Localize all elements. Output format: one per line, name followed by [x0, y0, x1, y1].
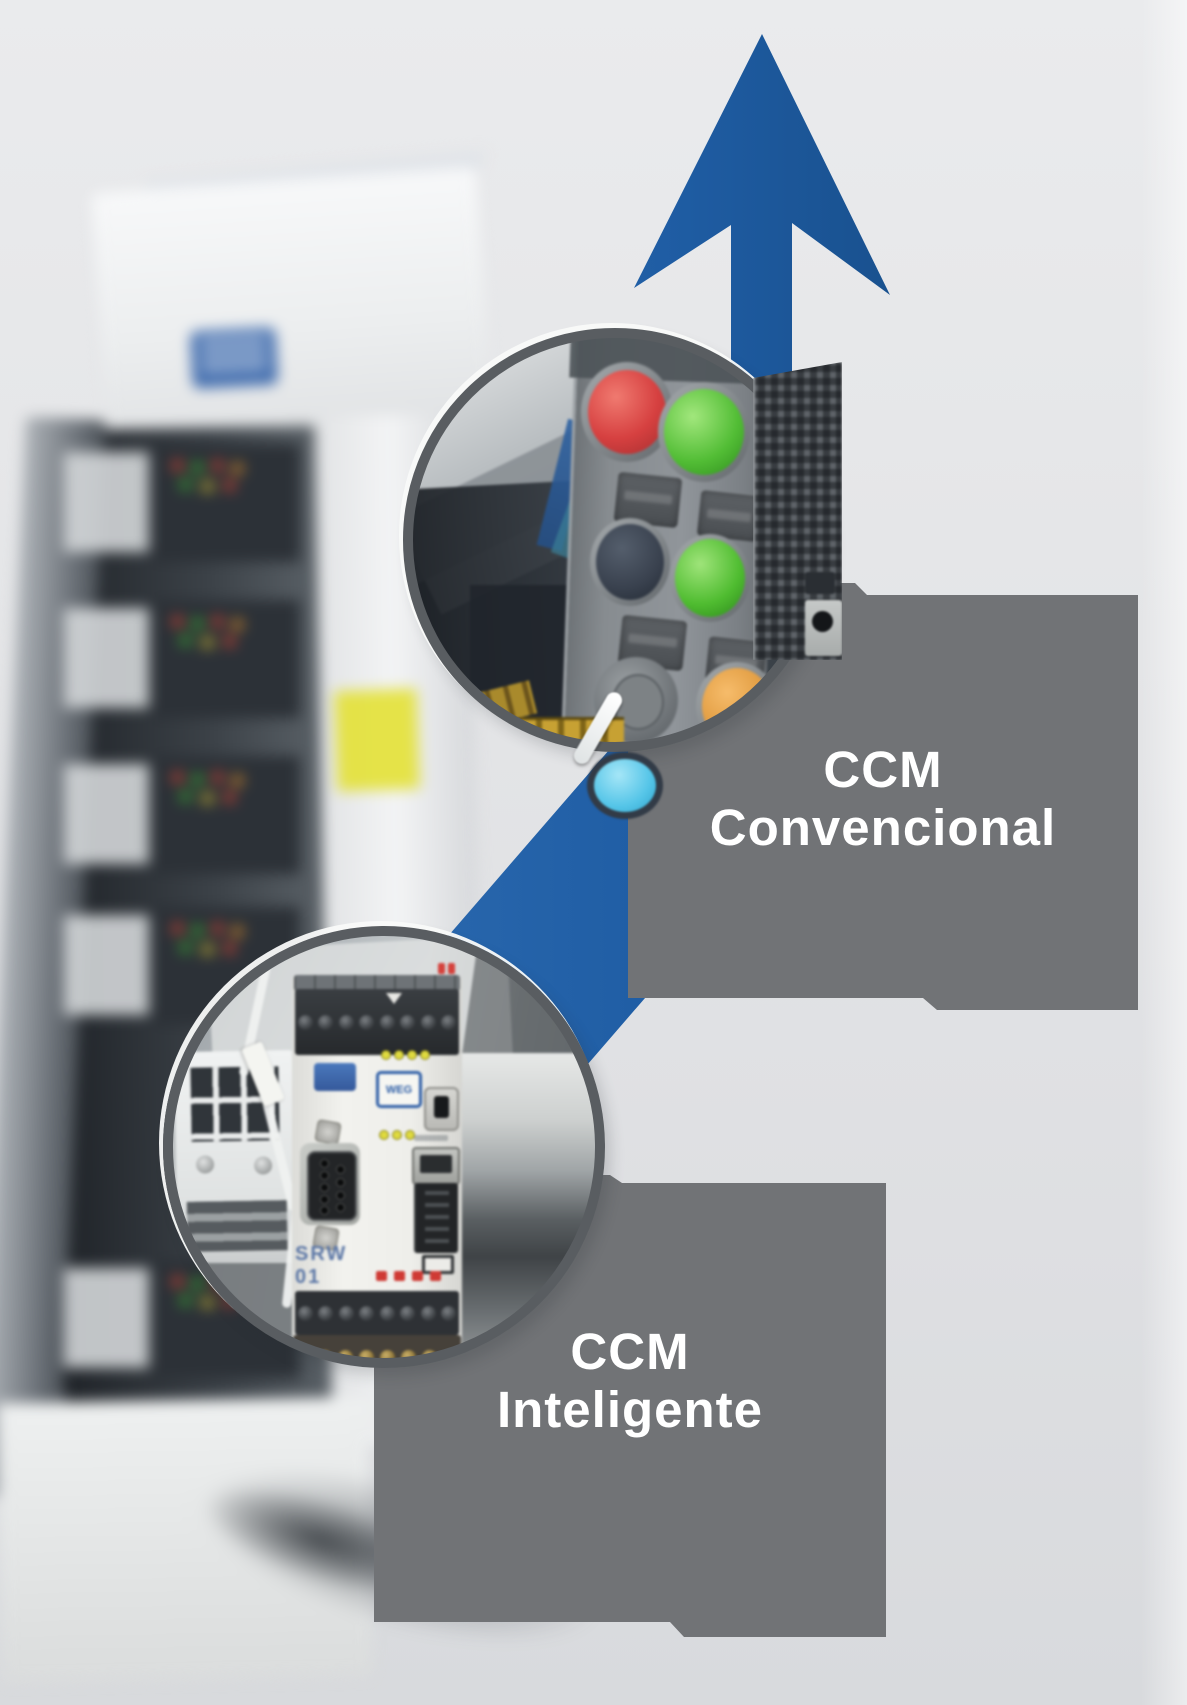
indicator-lights-icon [172, 460, 183, 471]
inset-photo-conventional-controls [403, 328, 842, 819]
drawer-unit [64, 764, 149, 864]
card-line2: Inteligente [496, 1381, 764, 1438]
indicator-lights-icon [172, 772, 183, 783]
background-right-highlight [1141, 0, 1187, 1705]
drawer-module [150, 444, 300, 562]
plate-hole-icon [812, 611, 833, 632]
card-line2: Convencional [709, 799, 1057, 856]
drawer-unit [64, 608, 149, 708]
metal-plate [805, 600, 842, 656]
drawer-module [150, 600, 300, 718]
brass-screw-icon [296, 1349, 311, 1361]
drawer-module [150, 756, 300, 874]
inset-photo-srw01-relay: WEG SRW 01 [163, 926, 605, 1368]
weg-logo-stripes [198, 336, 270, 380]
drawer-unit [64, 915, 149, 1015]
weg-logo-icon [190, 327, 278, 389]
drawer-unit [64, 452, 149, 552]
indicator-lights-icon [172, 616, 183, 627]
perforated-panel-breakout [753, 362, 842, 660]
circle-rim [163, 926, 605, 1368]
indicator-lights-icon [172, 923, 183, 934]
cyan-pushbutton-icon [587, 752, 663, 819]
drawer-unit [64, 1268, 149, 1368]
card-ccm-convencional-label: CCM Convencional [628, 741, 1138, 857]
panel-notch [805, 572, 835, 594]
